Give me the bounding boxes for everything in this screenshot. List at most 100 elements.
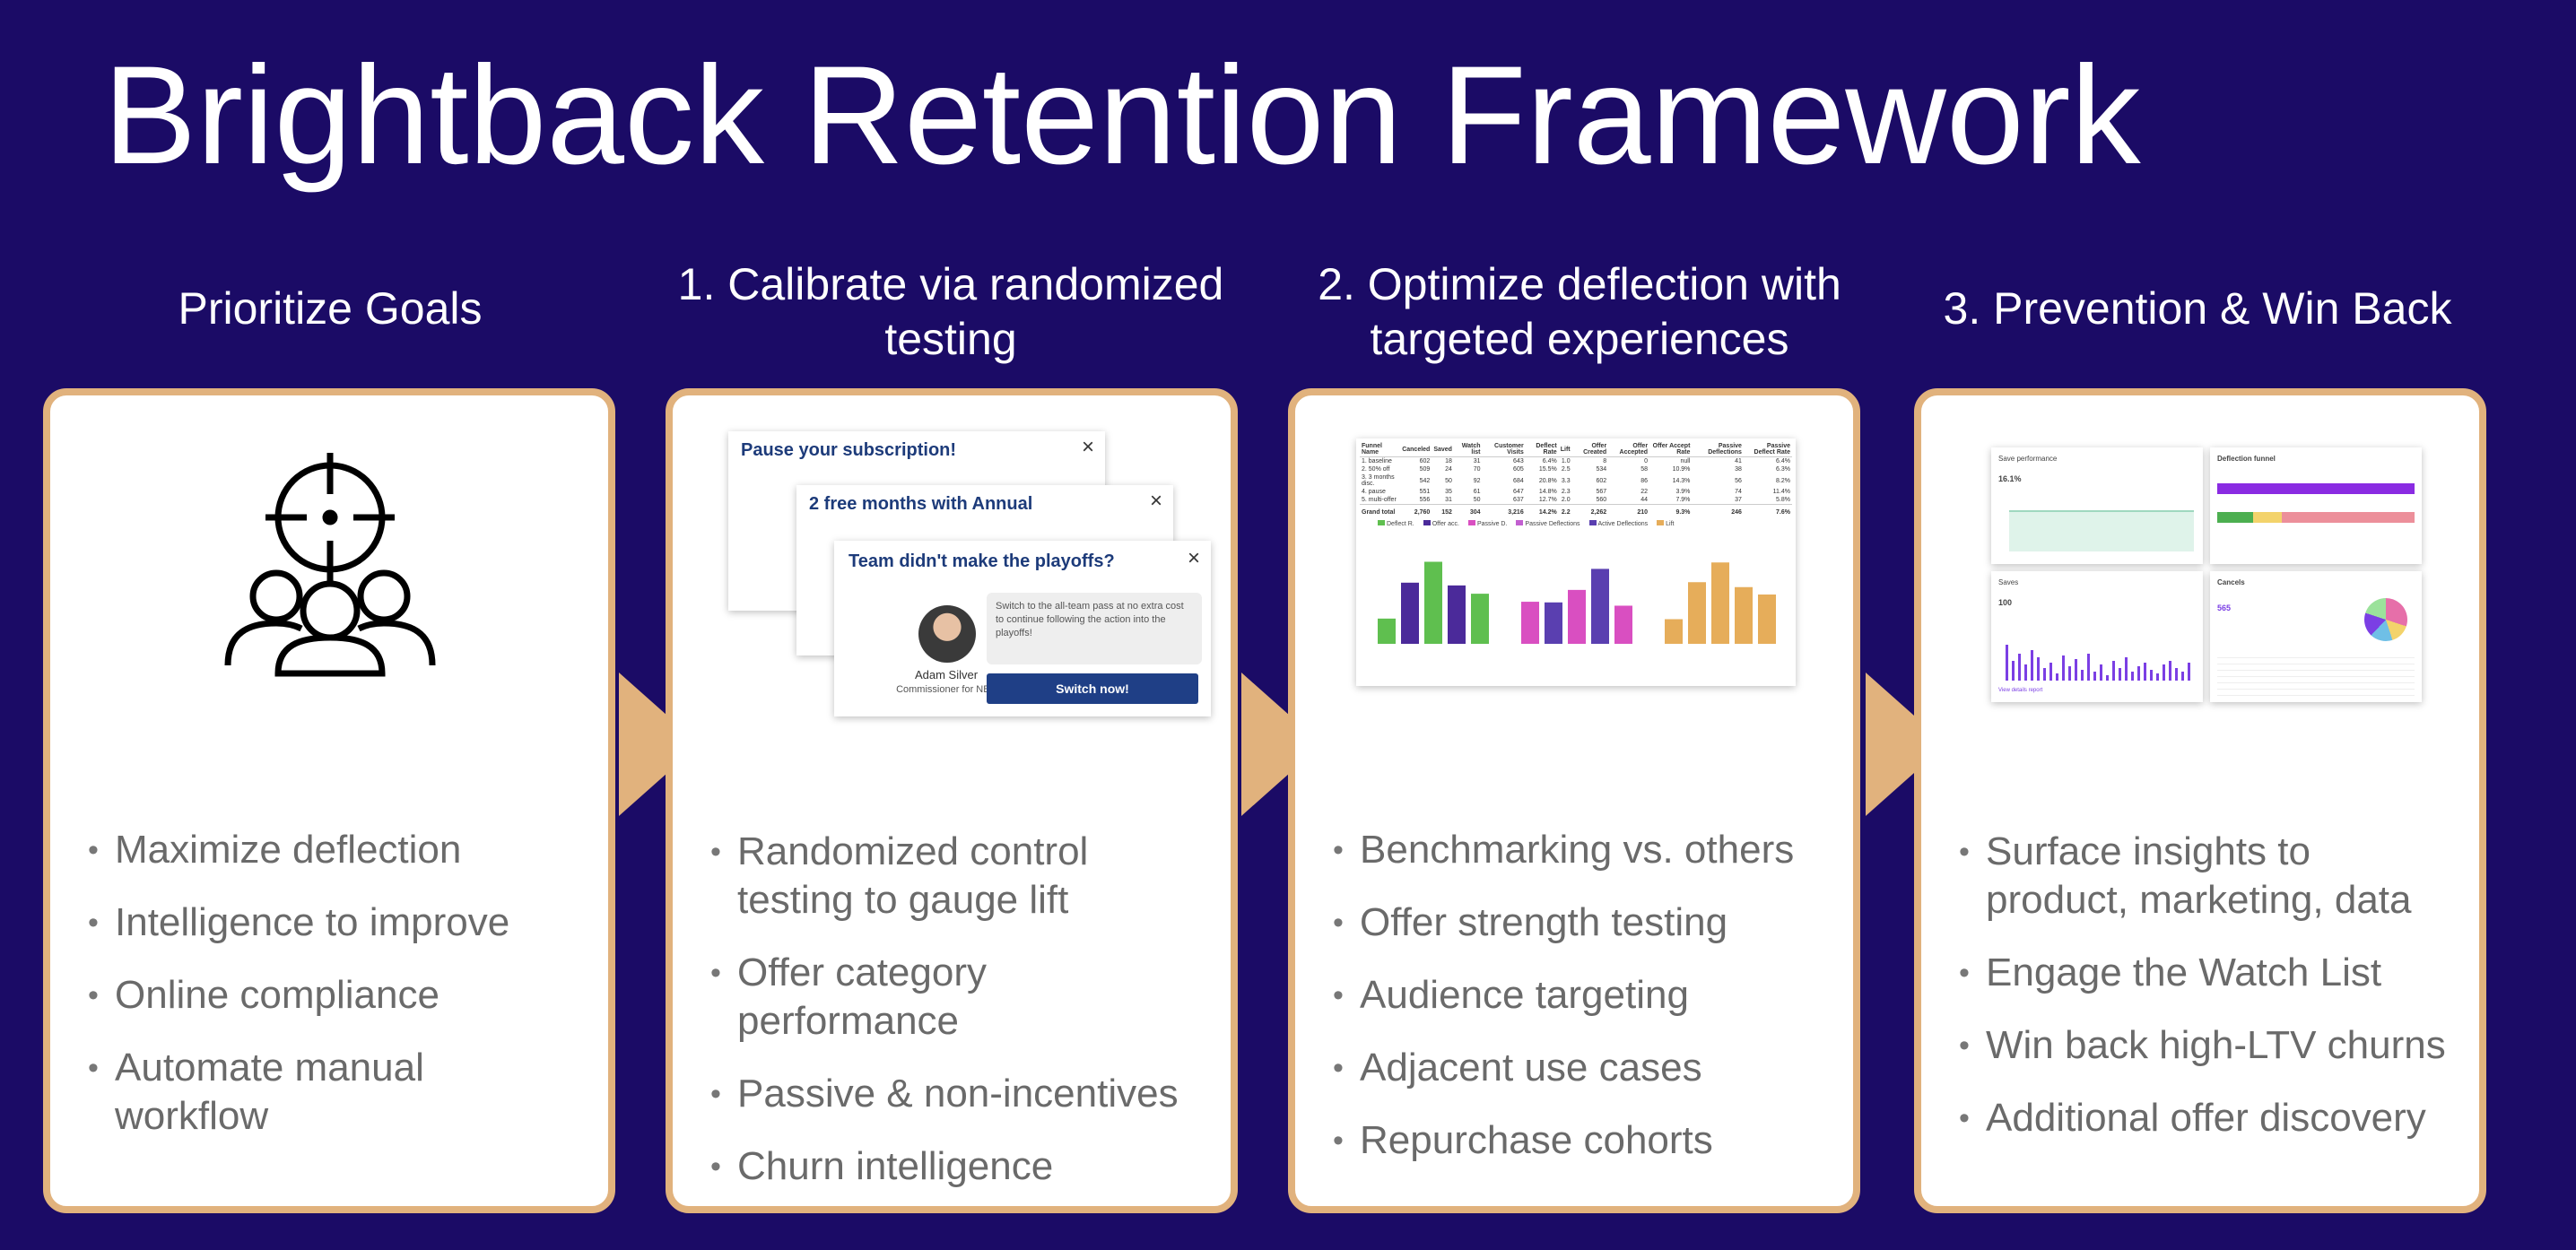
table-cell: 534 (1596, 466, 1607, 473)
saves-bar-chart (2006, 645, 2190, 681)
page-title: Brightback Retention Framework (103, 38, 2141, 194)
table-cell: 86 (1640, 477, 1649, 484)
legend-item: Lift (1657, 520, 1675, 527)
chart-bar (2156, 673, 2159, 681)
list-item: Automate manual workflow (88, 1044, 581, 1141)
panel-title: Save performance (1998, 455, 2058, 463)
list-item: Audience targeting (1333, 971, 1826, 1020)
dialog-title: Pause your subscription! (741, 440, 957, 460)
table-header-cell: Canceled (1400, 442, 1432, 457)
chart-bar (2150, 670, 2153, 681)
table-cell: 2.0 (1561, 497, 1571, 503)
table-cell: 605 (1513, 466, 1524, 473)
switch-now-button[interactable]: Switch now! (987, 673, 1198, 704)
mockup-dialog-playoffs: Team didn't make the playoffs? × Adam Si… (834, 541, 1211, 716)
list-item: Benchmarking vs. others (1333, 826, 1826, 874)
table-cell: 6.4% (1776, 458, 1790, 464)
chart-bar (2163, 664, 2165, 681)
chart-bar (2181, 672, 2184, 681)
table-cell: 74 (1735, 489, 1742, 495)
table-header-cell: Watch list (1453, 442, 1483, 457)
chart-bar (2018, 654, 2021, 681)
table-cell: 6.4% (1542, 458, 1557, 464)
table-cell: 35 (1445, 489, 1452, 495)
column-heading-optimize: 2. Optimize deflection with targeted exp… (1318, 259, 1841, 364)
calibrate-bullet-list: Randomized control testing to gauge lift… (710, 828, 1204, 1215)
saves-panel: Saves 100 View details report (1991, 571, 2203, 702)
legend-label: Passive D. (1476, 521, 1508, 527)
chart-bar (1711, 562, 1729, 644)
chart-bar (2049, 663, 2052, 681)
table-cell: 1. baseline (1362, 458, 1392, 464)
cancels-count: 565 (2217, 603, 2232, 612)
table-cell: 3,216 (1482, 504, 1526, 516)
table-cell: 542 (1419, 477, 1431, 484)
table-header-cell: Funnel Name (1360, 442, 1401, 457)
close-icon: × (1081, 435, 1094, 459)
table-cell: 2. 50% off (1362, 466, 1390, 473)
table-cell: 5. multi-offer (1362, 497, 1397, 503)
table-cell: 3.9% (1675, 489, 1691, 495)
chart-bar (1448, 585, 1466, 644)
table-cell: 6.3% (1776, 466, 1790, 473)
legend-label: Passive Deflections (1525, 521, 1580, 527)
table-cell: 3.3 (1561, 477, 1571, 484)
table-header-cell: Passive Deflect Rate (1743, 442, 1792, 457)
dialog-body: Switch to the all-team pass at no extra … (987, 593, 1202, 664)
table-header-cell: Offer Accept Rate (1649, 442, 1693, 457)
chart-bar (1401, 582, 1419, 644)
chart-bar (1665, 619, 1683, 644)
table-cell: 8.2% (1776, 477, 1790, 484)
table-cell: 14.3% (1672, 477, 1691, 484)
table-header-cell: Deflect Rate (1525, 442, 1559, 457)
legend-item: Passive D. (1467, 520, 1508, 527)
legend-item: Active Deflections (1588, 520, 1649, 527)
card-prevention: Save performance 16.1% Deflection funnel… (1914, 388, 2486, 1213)
chart-bar (2093, 672, 2096, 681)
chart-bar (2087, 654, 2090, 681)
table-cell: 37 (1735, 497, 1742, 503)
table-cell: 38 (1735, 466, 1742, 473)
legend-label: Active Deflections (1597, 521, 1649, 527)
funnel-bar (2282, 512, 2415, 523)
prevention-bullet-list: Surface insights to product, marketing, … (1959, 828, 2452, 1167)
table-header-cell: Customer Visits (1482, 442, 1526, 457)
chart-bar (1378, 618, 1396, 644)
chart-bar (1614, 605, 1632, 644)
legend-list (2217, 652, 2415, 697)
legend-item: Deflect R. (1378, 520, 1414, 527)
table-cell: 9.3% (1649, 504, 1693, 516)
legend-item: Offer acc. (1423, 520, 1459, 527)
cancels-panel: Cancels 565 (2210, 571, 2422, 702)
table-cell: 509 (1419, 466, 1431, 473)
chart-bar (2106, 675, 2109, 681)
chart-bar (2031, 650, 2033, 681)
table-header-cell: Lift (1558, 442, 1572, 457)
panel-title: Cancels (2217, 578, 2245, 586)
table-cell: 647 (1513, 489, 1524, 495)
table-cell: 637 (1513, 497, 1524, 503)
table-header-cell: Offer Accepted (1608, 442, 1650, 457)
avatar (918, 605, 976, 663)
table-cell: 12.7% (1538, 497, 1557, 503)
chart-bar (2006, 645, 2008, 681)
chart-bar (2012, 661, 2015, 681)
chart-bar (1591, 569, 1609, 644)
table-cell: 0 (1644, 458, 1649, 464)
table-cell: 304 (1453, 504, 1483, 516)
chart-bar (2131, 672, 2134, 681)
table-cell: 246 (1692, 504, 1744, 516)
view-details-link[interactable]: View details report (1998, 688, 2043, 693)
table-cell: 1.0 (1561, 458, 1571, 464)
chart-bar (1521, 602, 1539, 644)
chart-bar (2119, 668, 2121, 681)
table-cell: 2.2 (1558, 504, 1572, 516)
chart-bar (2075, 659, 2077, 681)
chart-bar (2112, 661, 2115, 681)
chart-bar (1735, 586, 1753, 644)
close-icon: × (1187, 546, 1200, 570)
